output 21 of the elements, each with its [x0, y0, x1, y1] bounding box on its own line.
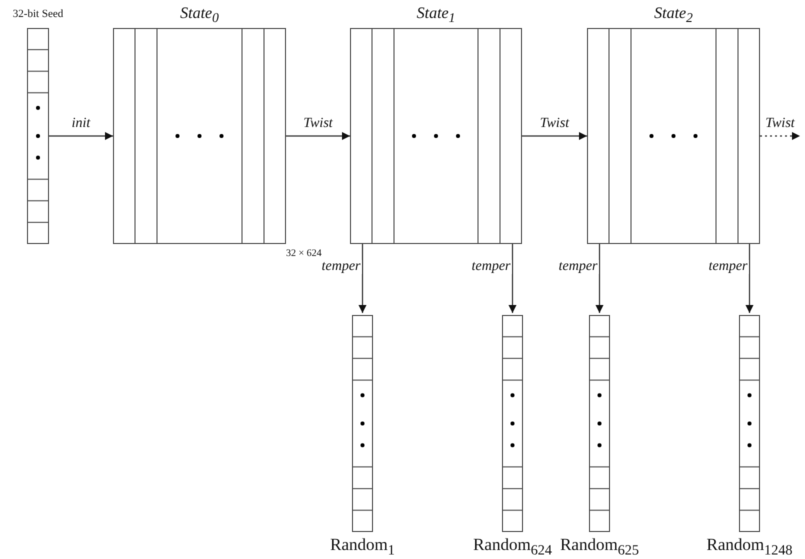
arrow: [49, 132, 113, 140]
output-title: Random$_{624}$: [473, 534, 552, 556]
arrow: [522, 132, 587, 140]
state-title: State$_{0}$: [180, 4, 219, 28]
arrow: [746, 244, 754, 313]
output-title: Random$_{1248}$: [706, 534, 792, 556]
edge-label: temper: [708, 260, 748, 274]
arrow: [286, 132, 350, 140]
seed-title: 32-bit Seed: [12, 7, 64, 22]
edge-label: temper: [470, 260, 512, 274]
output-title: Random$_{625}$: [560, 534, 639, 556]
edge-label: temper: [320, 260, 362, 274]
output-title: Random$_{1}$: [330, 534, 395, 556]
size-label: 32 × 624: [286, 248, 322, 259]
state-title: State$_{2}$: [654, 4, 693, 28]
arrow: [596, 244, 604, 313]
state-title: State$_{1}$: [416, 4, 456, 28]
arrow: [760, 132, 800, 140]
edge-label: temper: [558, 260, 598, 274]
arrow: [508, 244, 516, 313]
arrow: [358, 244, 366, 313]
